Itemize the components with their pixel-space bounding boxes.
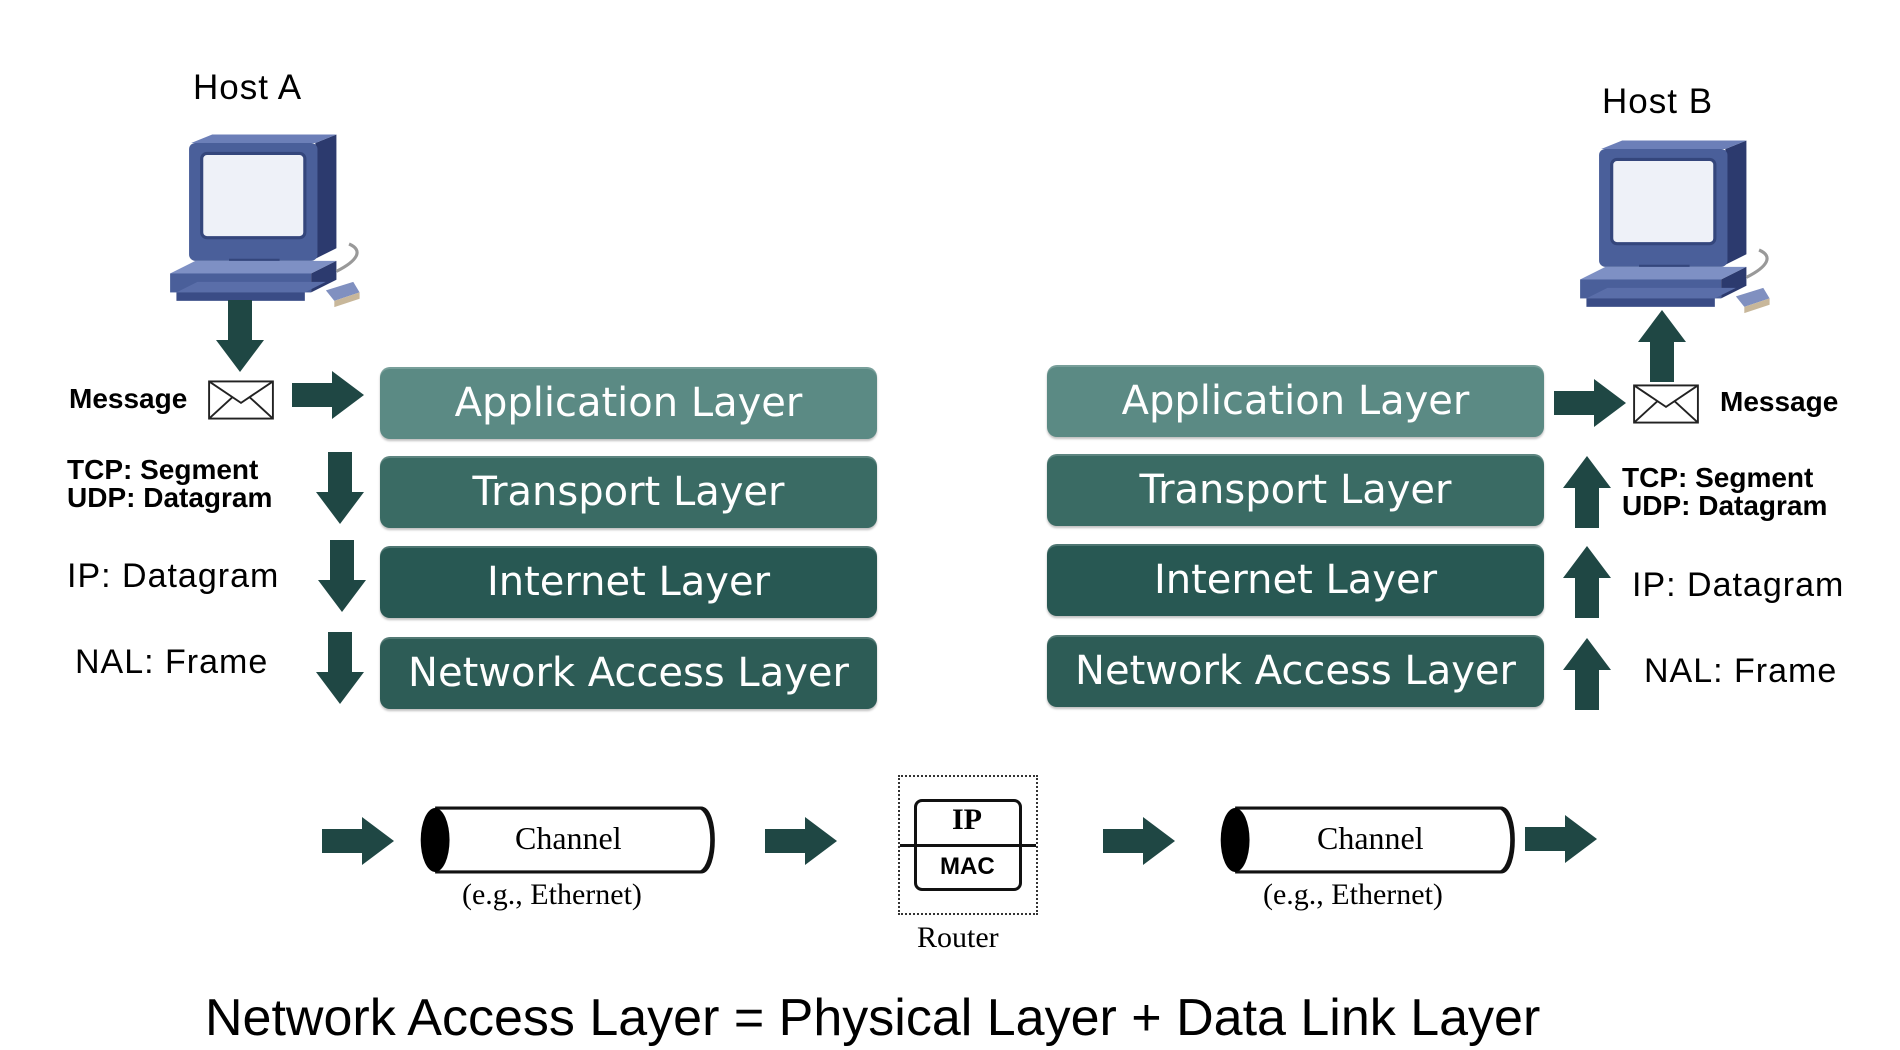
- left-message-label: Message: [69, 383, 188, 414]
- right-application-layer: Application Layer: [1047, 365, 1544, 437]
- from-router-arrow: [1103, 816, 1175, 866]
- right-message-label: Message: [1720, 386, 1839, 417]
- to-router-arrow: [765, 816, 837, 866]
- router-ip-label: IP: [952, 803, 982, 836]
- footer-equation: Network Access Layer = Physical Layer + …: [205, 989, 1541, 1047]
- left-network-access-layer: Network Access Layer: [380, 637, 877, 709]
- channel-out-arrow: [1525, 814, 1597, 864]
- router-divider: [900, 844, 1036, 847]
- left-transport-down-arrow: [316, 452, 364, 524]
- right-internet-up-arrow: [1563, 546, 1611, 618]
- host-b-up-arrow: [1638, 310, 1686, 382]
- channel-in-arrow: [322, 816, 394, 866]
- left-transport-layer: Transport Layer: [380, 456, 877, 528]
- left-tcp-label: TCP: Segment: [67, 454, 259, 485]
- left-internet-layer: Internet Layer: [380, 546, 877, 618]
- host-a-computer-icon: [168, 134, 368, 314]
- left-ip-label: IP: Datagram: [67, 557, 280, 595]
- right-nal-up-arrow: [1563, 638, 1611, 710]
- host-a-label: Host A: [193, 68, 303, 107]
- left-application-layer: Application Layer: [380, 367, 877, 439]
- left-message-arrow: [292, 370, 364, 420]
- right-network-access-layer: Network Access Layer: [1047, 635, 1544, 707]
- right-channel-label: Channel: [1317, 820, 1424, 856]
- right-envelope-icon: [1632, 384, 1700, 424]
- left-envelope-icon: [207, 380, 275, 420]
- left-udp-label: UDP: Datagram: [67, 482, 273, 513]
- left-nal-down-arrow: [316, 632, 364, 704]
- router-label: Router: [917, 921, 999, 954]
- host-b-label: Host B: [1602, 82, 1714, 121]
- right-tcp-label: TCP: Segment: [1622, 462, 1814, 493]
- host-a-down-arrow: [216, 300, 264, 372]
- right-udp-label: UDP: Datagram: [1622, 490, 1828, 521]
- right-ip-label: IP: Datagram: [1632, 566, 1845, 604]
- right-transport-up-arrow: [1563, 456, 1611, 528]
- left-channel-example: (e.g., Ethernet): [462, 878, 642, 911]
- right-message-arrow: [1554, 378, 1626, 428]
- right-transport-layer: Transport Layer: [1047, 454, 1544, 526]
- left-channel-label: Channel: [515, 820, 622, 856]
- host-b-computer-icon: [1578, 140, 1778, 320]
- right-internet-layer: Internet Layer: [1047, 544, 1544, 616]
- right-channel-example: (e.g., Ethernet): [1263, 878, 1443, 911]
- router-box: IP MAC: [898, 775, 1038, 915]
- right-nal-label: NAL: Frame: [1644, 652, 1838, 690]
- left-internet-down-arrow: [318, 540, 366, 612]
- left-nal-label: NAL: Frame: [75, 643, 269, 681]
- router-mac-label: MAC: [940, 853, 995, 880]
